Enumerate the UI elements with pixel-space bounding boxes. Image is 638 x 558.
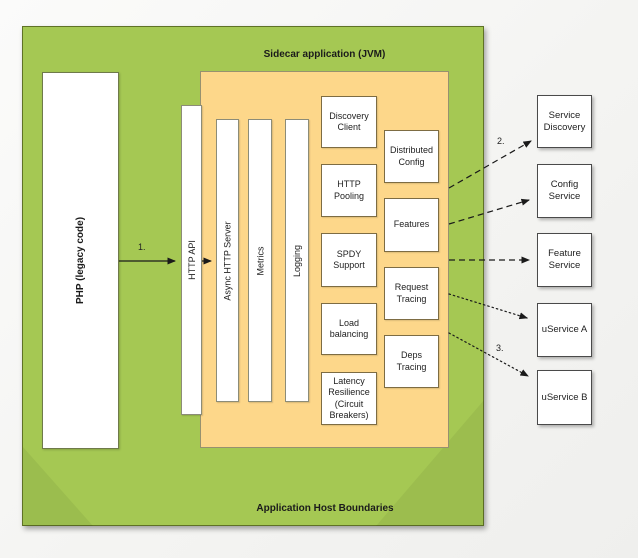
metrics-bar: Metrics <box>248 119 272 402</box>
async-http-server-bar: Async HTTP Server <box>216 119 239 402</box>
module-distributed-config: Distributed Config <box>384 130 439 183</box>
service-discovery-box: Service Discovery <box>537 95 592 148</box>
module-deps-tracing: Deps Tracing <box>384 335 439 388</box>
http-api-label: HTTP API <box>186 240 197 280</box>
http-api-bar: HTTP API <box>181 105 202 415</box>
host-boundaries-label: Application Host Boundaries <box>256 503 394 514</box>
module-spdy-support: SPDY Support <box>321 233 377 287</box>
module-features: Features <box>384 198 439 252</box>
host-shading-bottom-left <box>23 447 93 526</box>
step-3-label: 3. <box>496 343 504 353</box>
step-2-label: 2. <box>497 136 505 146</box>
step-1-label: 1. <box>138 242 146 252</box>
module-load-balancing: Load balancing <box>321 303 377 355</box>
php-legacy-box: PHP (legacy code) <box>42 72 119 449</box>
module-latency-resilience: Latency Resilience (Circuit Breakers) <box>321 372 377 425</box>
feature-service-box: Feature Service <box>537 233 592 287</box>
uservice-a-box: uService A <box>537 303 592 357</box>
module-request-tracing: Request Tracing <box>384 267 439 320</box>
module-http-pooling: HTTP Pooling <box>321 164 377 217</box>
module-discovery-client: Discovery Client <box>321 96 377 148</box>
logging-bar: Logging <box>285 119 309 402</box>
logging-label: Logging <box>292 244 303 277</box>
metrics-label: Metrics <box>255 246 265 275</box>
config-service-box: Config Service <box>537 164 592 218</box>
sidecar-title: Sidecar application (JVM) <box>263 49 386 60</box>
async-http-server-label: Async HTTP Server <box>222 220 233 301</box>
uservice-b-box: uService B <box>537 370 592 425</box>
php-legacy-label: PHP (legacy code) <box>75 216 87 305</box>
